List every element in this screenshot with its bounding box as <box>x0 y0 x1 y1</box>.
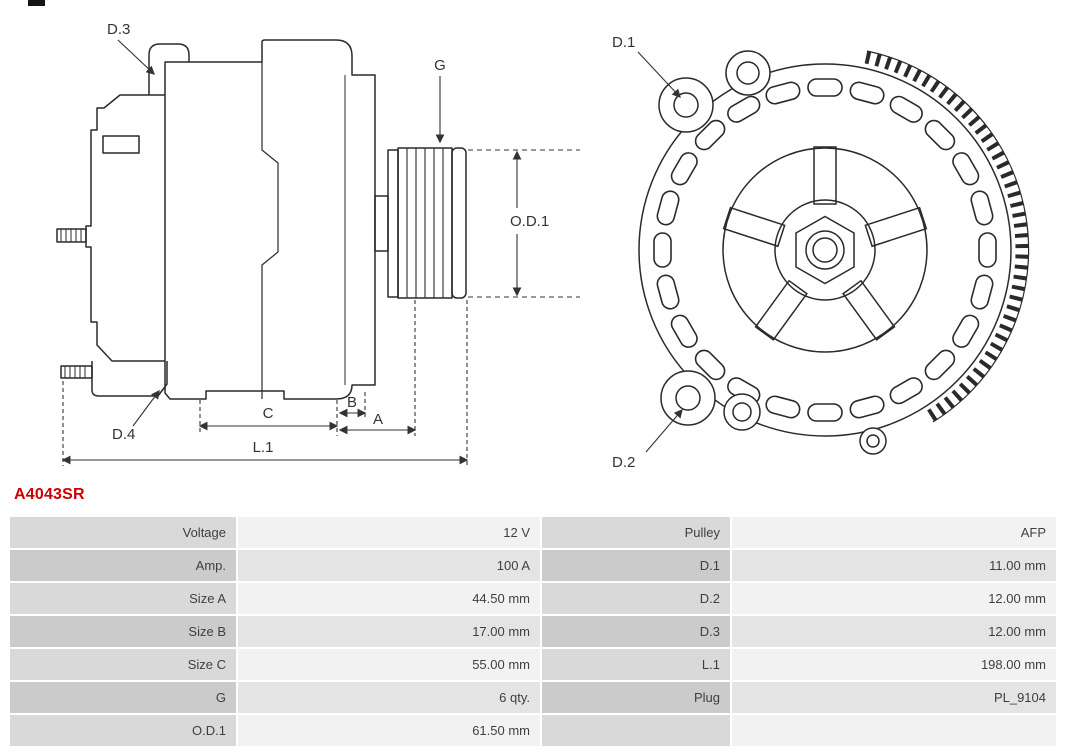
label-d1: D.1 <box>612 34 635 51</box>
spec-value: 61.50 mm <box>238 715 540 746</box>
spec-label <box>542 715 730 746</box>
shaft-end <box>812 237 838 263</box>
spec-label: G <box>10 682 236 713</box>
label-a: A <box>373 411 383 428</box>
d2-leader-line <box>645 408 683 453</box>
mounting-ear-d3 <box>148 43 190 95</box>
rear-connector <box>102 135 140 154</box>
stator-fins <box>864 50 1029 423</box>
dimension-annotations <box>61 39 683 466</box>
pulley <box>397 147 467 299</box>
shaft-nut <box>795 215 855 285</box>
spec-table: Voltage 12 V Pulley AFP Amp. 100 A D.1 1… <box>10 517 1058 748</box>
rear-view-drawing <box>638 50 1030 455</box>
spec-label: Plug <box>542 682 730 713</box>
spec-value: 6 qty. <box>238 682 540 713</box>
spec-label: D.1 <box>542 550 730 581</box>
mounting-bosses <box>658 50 887 455</box>
d3-leader-line <box>117 39 155 75</box>
part-number: A4043SR <box>14 486 85 503</box>
label-b: B <box>347 394 357 411</box>
label-c: C <box>263 405 274 422</box>
label-g: G <box>434 57 446 74</box>
spec-value: 100 A <box>238 550 540 581</box>
housing-outline <box>638 63 1012 437</box>
table-row: Amp. 100 A D.1 11.00 mm <box>10 550 1058 581</box>
spec-label: Amp. <box>10 550 236 581</box>
d1-leader-line <box>637 51 681 98</box>
table-row: Size C 55.00 mm L.1 198.00 mm <box>10 649 1058 680</box>
spec-value: 12.00 mm <box>732 583 1056 614</box>
spec-value: 12 V <box>238 517 540 548</box>
spec-value: 55.00 mm <box>238 649 540 680</box>
table-row: Voltage 12 V Pulley AFP <box>10 517 1058 548</box>
drawing-labels: D.3 D.4 G O.D.1 C B A L.1 D.1 D.2 <box>107 21 635 471</box>
top-left-artifact <box>28 0 45 6</box>
spec-value: 198.00 mm <box>732 649 1056 680</box>
table-row: G 6 qty. Plug PL_9104 <box>10 682 1058 713</box>
spec-label: Size C <box>10 649 236 680</box>
spec-value: 44.50 mm <box>238 583 540 614</box>
mounting-lug-d4 <box>91 361 168 397</box>
table-row: O.D.1 61.50 mm <box>10 715 1058 746</box>
hub-plate <box>774 199 876 301</box>
spec-value: 17.00 mm <box>238 616 540 647</box>
spec-value <box>732 715 1056 746</box>
table-row: Size A 44.50 mm D.2 12.00 mm <box>10 583 1058 614</box>
table-row: Size B 17.00 mm D.3 12.00 mm <box>10 616 1058 647</box>
spec-label: Size A <box>10 583 236 614</box>
side-view-drawing <box>56 39 467 400</box>
spec-value: PL_9104 <box>732 682 1056 713</box>
label-d4: D.4 <box>112 426 135 443</box>
bearing-housing-circle <box>722 147 928 353</box>
spec-label: Voltage <box>10 517 236 548</box>
spec-label: Size B <box>10 616 236 647</box>
spec-label: Pulley <box>542 517 730 548</box>
label-d3: D.3 <box>107 21 130 38</box>
spec-label: O.D.1 <box>10 715 236 746</box>
label-d2: D.2 <box>612 454 635 471</box>
bottom-stud <box>60 365 93 379</box>
od1-label-backdrop <box>504 208 564 234</box>
technical-drawing: D.3 D.4 G O.D.1 C B A L.1 D.1 D.2 <box>56 21 1030 471</box>
spec-label: L.1 <box>542 649 730 680</box>
spec-value: AFP <box>732 517 1056 548</box>
spec-value: 11.00 mm <box>732 550 1056 581</box>
spec-label: D.3 <box>542 616 730 647</box>
mounting-holes <box>673 61 880 448</box>
label-od1: O.D.1 <box>510 213 549 230</box>
spec-label: D.2 <box>542 583 730 614</box>
label-l1: L.1 <box>253 439 274 456</box>
vent-slots <box>653 78 997 422</box>
spec-value: 12.00 mm <box>732 616 1056 647</box>
d4-leader-line <box>132 389 160 427</box>
